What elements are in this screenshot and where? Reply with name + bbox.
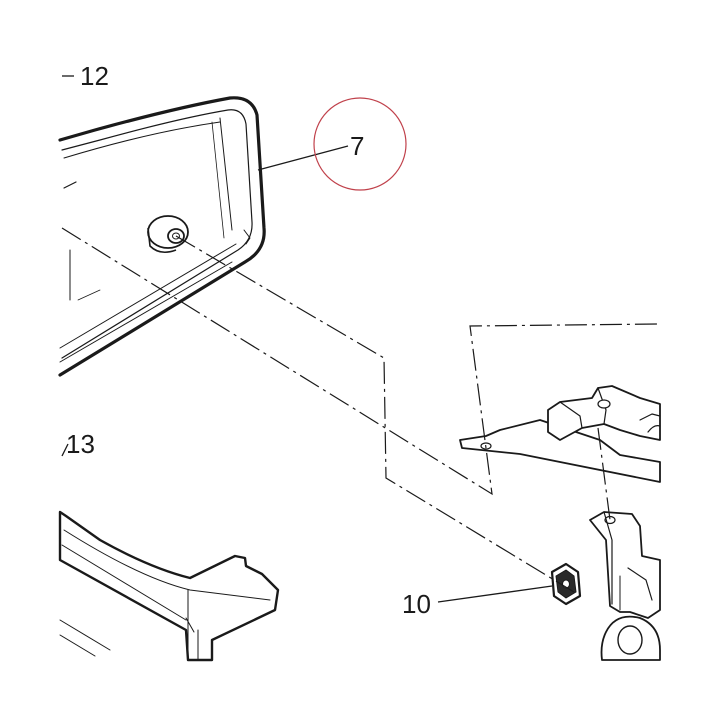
leader-13 <box>61 443 69 457</box>
part-10-clip <box>550 562 582 606</box>
part-13-housing <box>58 510 280 662</box>
bracket-assembly <box>459 385 661 661</box>
label-part-7: 7 <box>350 131 364 161</box>
leader-lines <box>61 75 553 603</box>
label-part-13: 13 <box>66 429 95 459</box>
label-part-12: 12 <box>80 61 109 91</box>
label-part-10: 10 <box>402 589 431 619</box>
leader-7 <box>257 145 349 171</box>
assembly-lines <box>61 227 661 593</box>
highlight-circle <box>313 97 407 191</box>
leader-10 <box>437 585 553 603</box>
